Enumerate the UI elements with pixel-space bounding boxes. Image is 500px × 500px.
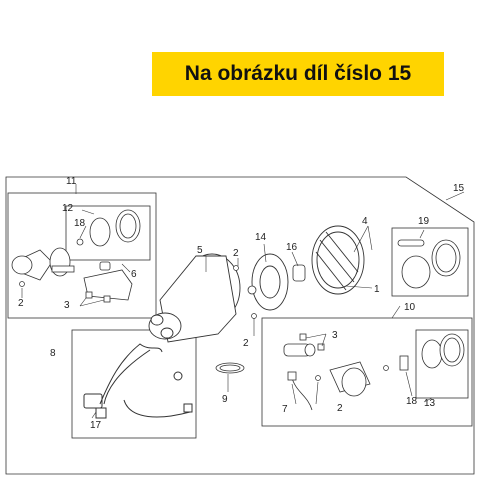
- callout-10: 10: [404, 302, 416, 313]
- callout-15: 15: [453, 183, 465, 194]
- headlight-lens: [311, 225, 365, 295]
- callout-2-center-top: 2: [233, 248, 239, 259]
- callout-3-left: 3: [64, 300, 70, 311]
- part-number-banner: Na obrázku díl číslo 15: [152, 52, 444, 96]
- headlight-reflector: [251, 253, 289, 311]
- callout-12: 12: [62, 203, 74, 214]
- wiring-box: [71, 329, 197, 439]
- rim-parts: [397, 239, 461, 289]
- callout-6: 6: [131, 269, 137, 280]
- rim-detail-box: [391, 227, 469, 297]
- right-indicator-box: [261, 317, 473, 427]
- left-indicator-body: [11, 247, 75, 281]
- callout-11: 11: [66, 176, 77, 187]
- gasket-ring: [215, 362, 245, 374]
- callout-16: 16: [286, 242, 298, 253]
- headlight-bulb: [247, 264, 306, 295]
- left-lens-parts: [76, 209, 141, 247]
- main-frame: [5, 176, 475, 475]
- callout-5: 5: [197, 245, 203, 256]
- lens-detail-box: [65, 205, 151, 261]
- callout-14: 14: [255, 232, 267, 243]
- callout-18-right: 18: [406, 396, 418, 407]
- callout-2-center-bottom: 2: [243, 338, 249, 349]
- callout-1: 1: [374, 284, 380, 295]
- wiring-harness: [83, 343, 193, 419]
- callout-4: 4: [362, 216, 368, 227]
- leader-lines: [21, 184, 465, 419]
- callout-13: 13: [424, 398, 436, 409]
- callout-8: 8: [50, 348, 56, 359]
- callout-17: 17: [90, 420, 102, 431]
- right-lens-detail-box: [415, 329, 469, 399]
- headlight-shell: [148, 253, 241, 343]
- left-indicator-box: [7, 192, 157, 319]
- callout-9: 9: [222, 394, 228, 405]
- left-bracket: [83, 261, 133, 303]
- callout-19: 19: [418, 216, 430, 227]
- callout-7: 7: [282, 404, 288, 415]
- callout-3-right: 3: [332, 330, 338, 341]
- screws: [19, 265, 389, 381]
- callout-2-right: 2: [337, 403, 343, 414]
- callout-2-left: 2: [18, 298, 24, 309]
- banner-text: Na obrázku díl číslo 15: [184, 62, 412, 85]
- right-indicator-parts: [283, 333, 465, 411]
- callout-18-left: 18: [74, 218, 86, 229]
